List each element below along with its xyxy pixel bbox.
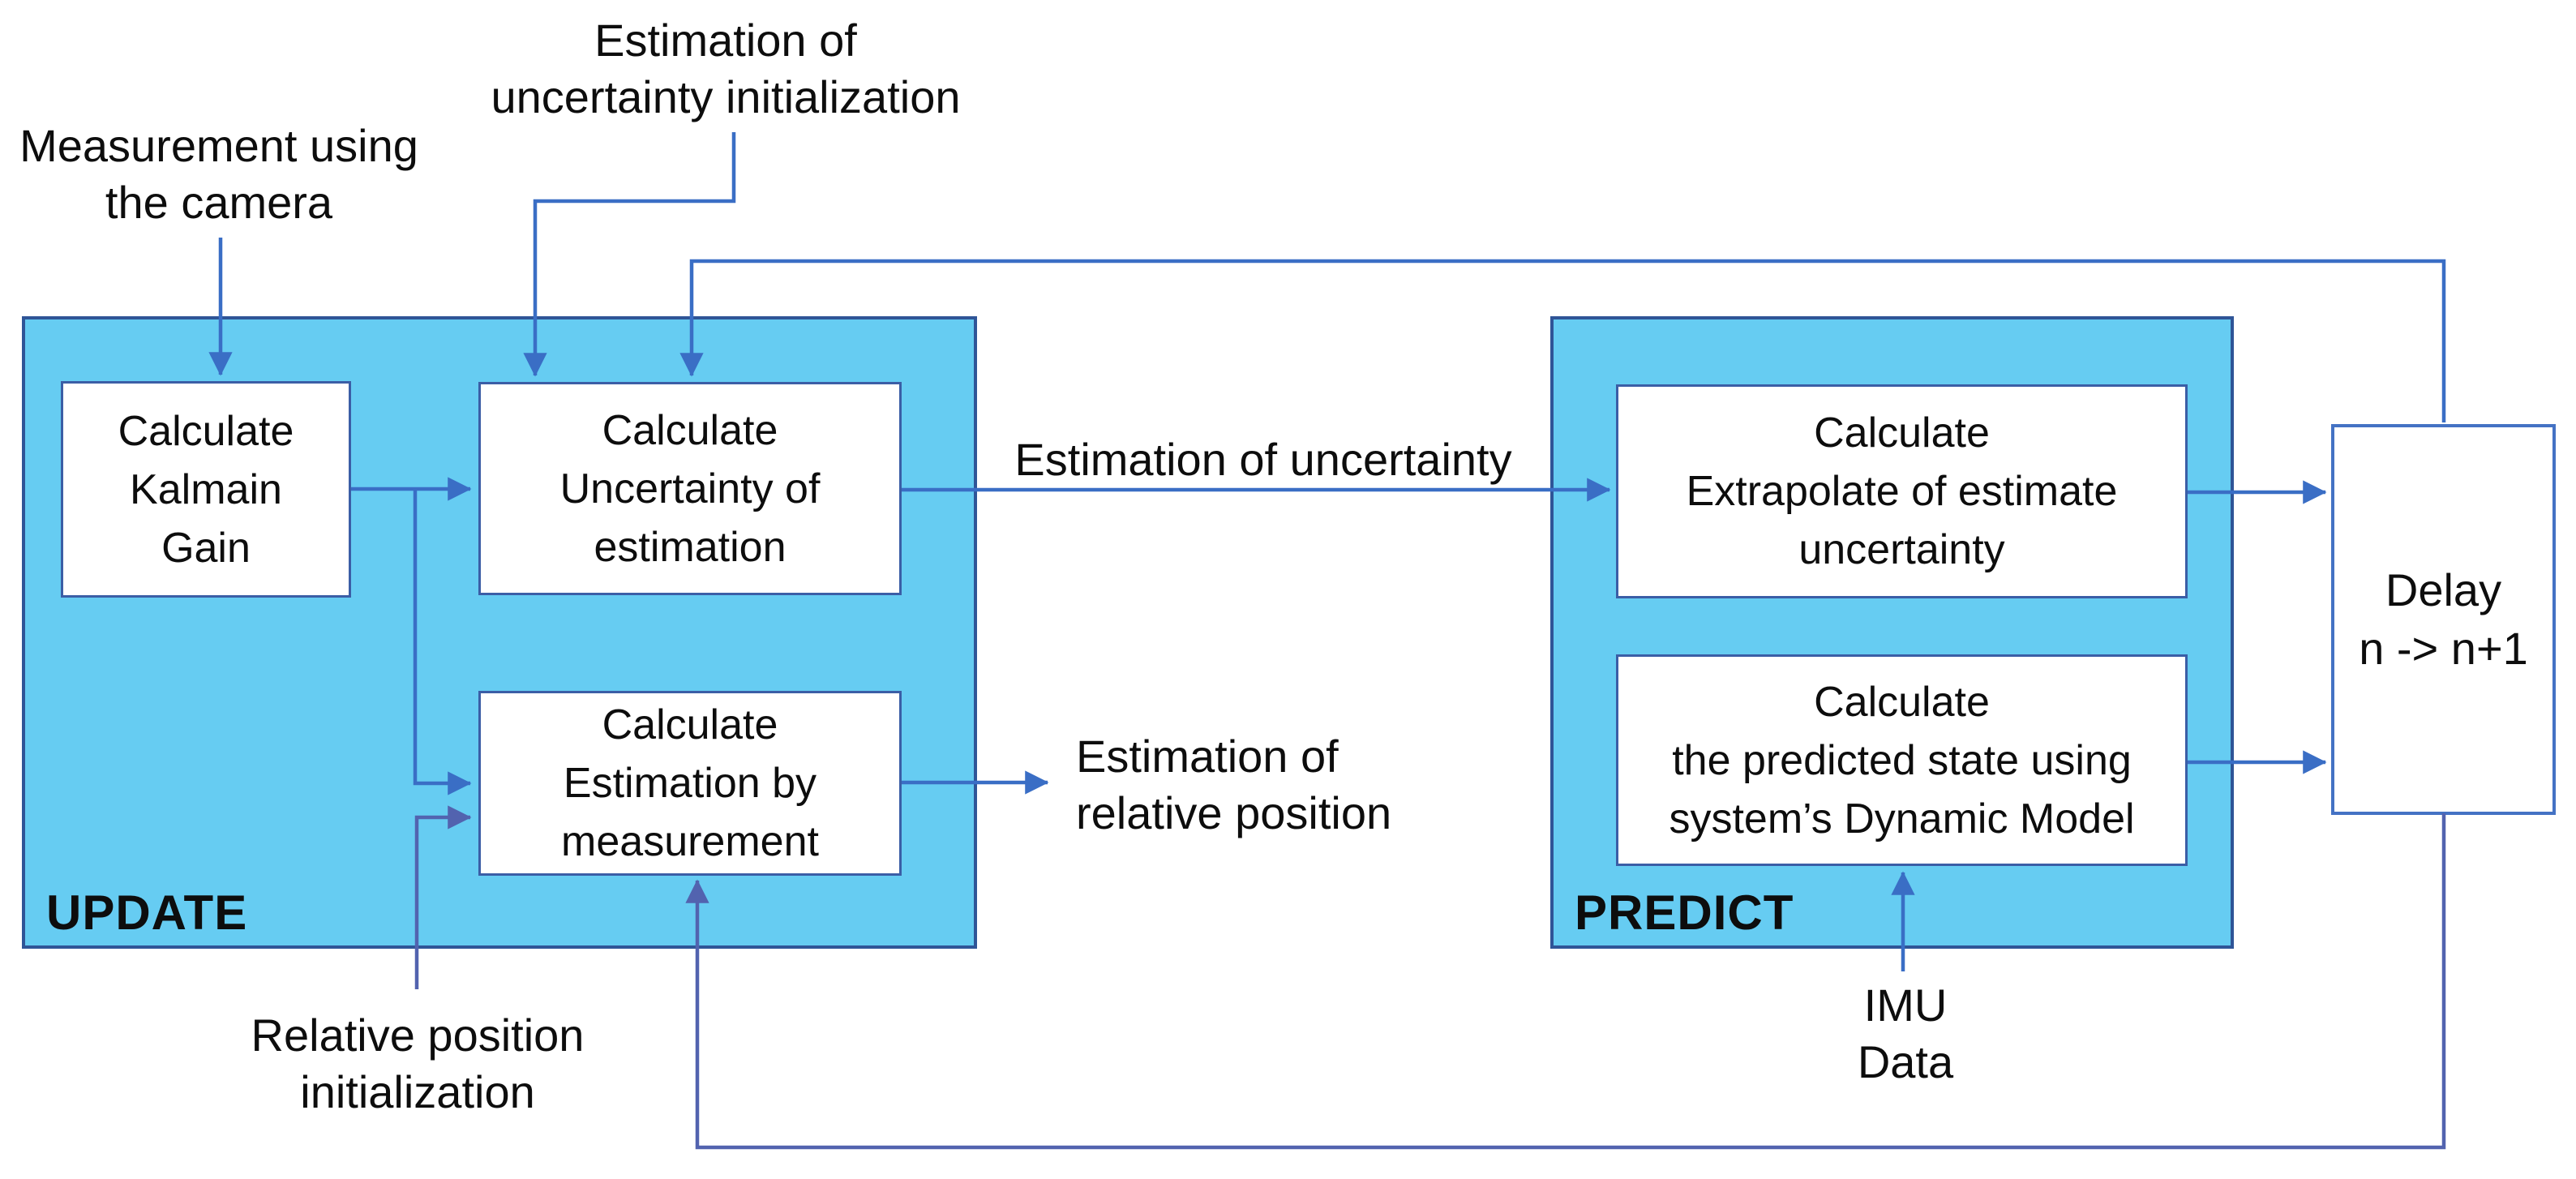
estimation-relative-position-label: Estimation of relative position	[1076, 731, 1392, 838]
uncertainty-initialization-label: Estimation of uncertainty initialization	[491, 15, 961, 122]
calculate-estimation-text: Calculate Estimation by measurement	[561, 701, 819, 865]
measurement-camera-label: Measurement using the camera	[19, 120, 418, 228]
estimation-of-uncertainty-label: Estimation of uncertainty	[1014, 434, 1512, 485]
calculate-kalman-gain-box: Calculate Kalmain Gain	[61, 381, 351, 598]
imu-data-label: IMU Data	[1857, 980, 1954, 1087]
predict-section-title: PREDICT	[1575, 885, 1794, 940]
calculate-uncertainty-box: Calculate Uncertainty of estimation	[478, 382, 902, 595]
relative-position-initialization-label: Relative position initialization	[251, 1010, 585, 1117]
calculate-predicted-state-box: Calculate the predicted state using syst…	[1616, 654, 2188, 866]
calculate-kalman-gain-text: Calculate Kalmain Gain	[118, 407, 294, 572]
update-section-title: UPDATE	[46, 885, 248, 940]
calculate-uncertainty-text: Calculate Uncertainty of estimation	[559, 406, 821, 571]
calculate-estimation-box: Calculate Estimation by measurement	[478, 691, 902, 876]
delay-box: Delay n -> n+1	[2331, 424, 2556, 815]
calculate-extrapolate-box: Calculate Extrapolate of estimate uncert…	[1616, 384, 2188, 598]
delay-box-text: Delay n -> n+1	[2359, 564, 2528, 674]
calculate-predicted-state-text: Calculate the predicted state using syst…	[1669, 678, 2135, 842]
calculate-extrapolate-text: Calculate Extrapolate of estimate uncert…	[1686, 409, 2118, 573]
